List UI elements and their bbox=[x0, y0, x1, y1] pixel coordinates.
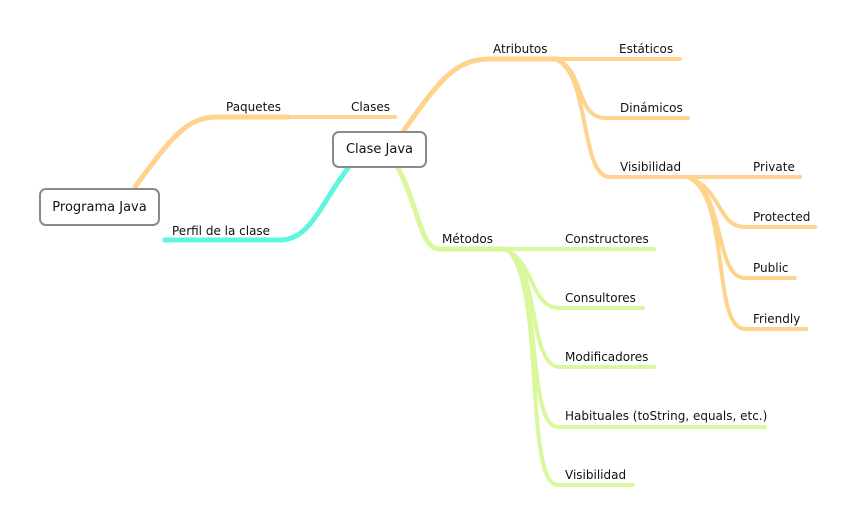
node-private[interactable]: Private bbox=[753, 160, 795, 174]
branch-clase-to-metodos bbox=[395, 165, 511, 252]
branch-atributos-to-visibilidad bbox=[555, 58, 702, 179]
node-metodos[interactable]: Métodos bbox=[442, 232, 493, 246]
node-dinamicos[interactable]: Dinámicos bbox=[620, 101, 683, 115]
node-visibilidad-metodos[interactable]: Visibilidad bbox=[565, 468, 627, 482]
node-modificadores[interactable]: Modificadores bbox=[565, 350, 649, 364]
node-clase-java[interactable]: Clase Java bbox=[332, 131, 427, 168]
branch-perfil-de-la-clase bbox=[162, 165, 351, 243]
node-friendly[interactable]: Friendly bbox=[753, 312, 801, 326]
branch-metodos-to-visibilidad bbox=[506, 248, 635, 487]
branch-programa-to-paquetes bbox=[132, 114, 291, 190]
node-public[interactable]: Public bbox=[753, 261, 789, 275]
branch-metodos-to-habituales bbox=[506, 248, 767, 429]
node-paquetes[interactable]: Paquetes bbox=[226, 100, 281, 114]
node-estaticos[interactable]: Estáticos bbox=[619, 42, 674, 56]
node-consultores[interactable]: Consultores bbox=[565, 291, 636, 305]
node-clases[interactable]: Clases bbox=[351, 100, 390, 114]
node-habituales[interactable]: Habituales (toString, equals, etc.) bbox=[565, 409, 768, 423]
node-atributos[interactable]: Atributos bbox=[493, 42, 548, 56]
branch-visibilidad-to-friendly bbox=[688, 176, 808, 331]
node-visibilidad-atributos[interactable]: Visibilidad bbox=[620, 160, 682, 174]
branch-clase-to-atributos bbox=[401, 56, 561, 133]
node-constructores[interactable]: Constructores bbox=[565, 232, 649, 246]
node-protected[interactable]: Protected bbox=[753, 210, 811, 224]
node-programa-java[interactable]: Programa Java bbox=[39, 188, 160, 226]
node-perfil-de-la-clase[interactable]: Perfil de la clase bbox=[172, 224, 271, 238]
